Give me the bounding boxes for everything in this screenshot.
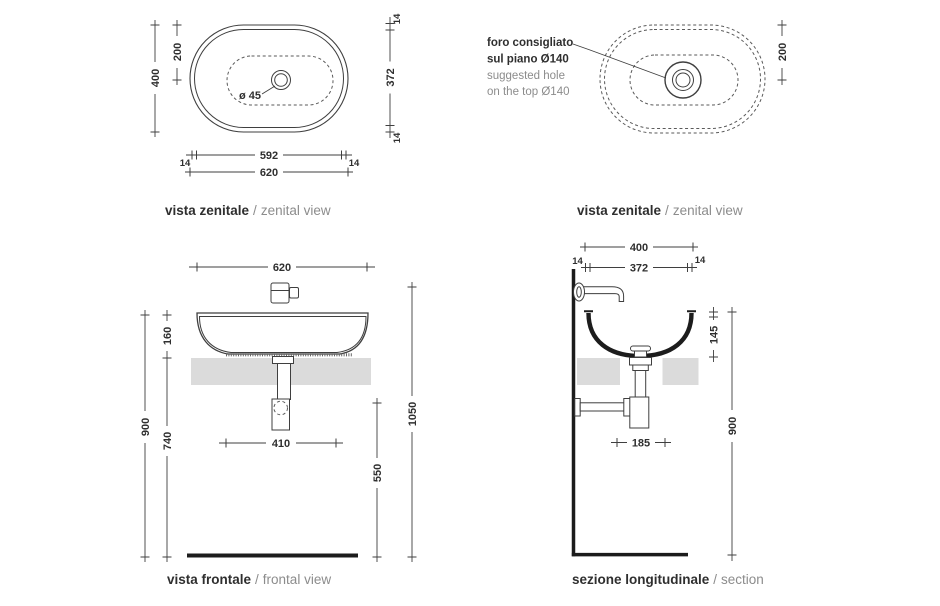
svg-text:foro consigliato: foro consigliato [487, 37, 573, 49]
faucet-spout [581, 286, 625, 302]
svg-text:14: 14 [695, 255, 706, 266]
svg-text:620: 620 [273, 262, 291, 274]
wall-outlet-pipe [574, 398, 633, 417]
view-section: 400 372 14 14 [571, 241, 764, 587]
view-label-zenital-right: vista zenitale/zenital view [577, 203, 743, 218]
svg-text:14: 14 [180, 158, 191, 169]
svg-text:160: 160 [162, 327, 174, 345]
svg-text:sul piano Ø140: sul piano Ø140 [487, 54, 569, 66]
svg-text:592: 592 [260, 150, 278, 162]
dim-total-depth: 400 [580, 241, 698, 254]
dim-basin-inner-width: 592 14 14 [180, 149, 360, 169]
dim-inner-depth: 372 14 14 [572, 255, 706, 275]
dim-basin-half-height: 200 [170, 20, 184, 85]
svg-text:14: 14 [349, 158, 360, 169]
drain-collar [632, 364, 649, 371]
horizontal-pipe [579, 402, 627, 412]
dim-hole-center-offset: 200 [775, 20, 789, 85]
suggested-hole-note: foro consigliato sul piano Ø140 suggeste… [487, 37, 573, 98]
dim-rim-height: 900 [138, 310, 152, 562]
siphon-bottle [629, 396, 650, 429]
dim-basin-inner-height: 14 372 14 [383, 13, 403, 143]
svg-text:900: 900 [140, 418, 152, 436]
svg-text:on the top Ø140: on the top Ø140 [487, 86, 569, 98]
dim-basin-total-width: 620 [189, 261, 375, 274]
basin-footprint-dashed-outer [599, 24, 766, 134]
view-label-zenital-left: vista zenitale/zenital view [165, 203, 331, 218]
view-zenital-right: foro consigliato sul piano Ø140 suggeste… [487, 20, 789, 218]
svg-text:620: 620 [260, 167, 278, 179]
basin-footprint-dashed-inner-rim [604, 29, 761, 129]
view-label-frontal: vista frontale/frontal view [167, 572, 331, 587]
dim-basin-and-counter-height: 160 740 [160, 310, 174, 562]
drain-fitting-outer [672, 69, 694, 91]
siphon-bottle [271, 398, 290, 431]
drain-flange [629, 357, 652, 366]
drain-assembly [629, 357, 652, 398]
basin-bowl-bottom-dashed [226, 55, 334, 106]
dim-basin-total-height: 400 [148, 20, 162, 137]
counter-slab-right [662, 358, 699, 385]
svg-text:740: 740 [162, 432, 174, 450]
suggested-hole-circle [664, 61, 702, 99]
dim-basin-depth: 145 [707, 307, 721, 362]
faucet-escutcheon [573, 282, 585, 302]
dim-rim-height: 900 [725, 307, 739, 561]
basin-inner-rim [194, 29, 344, 128]
svg-text:400: 400 [630, 242, 648, 254]
svg-text:550: 550 [372, 464, 384, 482]
svg-text:suggested hole: suggested hole [487, 70, 565, 82]
basin-profile-outer [196, 312, 369, 355]
svg-text:200: 200 [172, 43, 184, 61]
siphon-inlet-dashed [273, 400, 289, 416]
dim-basin-total-width: 620 [185, 166, 353, 179]
svg-text:372: 372 [630, 263, 648, 275]
svg-text:1050: 1050 [407, 402, 419, 426]
drain-hole-outer [271, 70, 291, 90]
wall-flange [574, 398, 581, 417]
svg-text:14: 14 [392, 13, 403, 24]
drain-flange [272, 356, 294, 364]
view-zenital-left: ø 45 400 200 14 3 [148, 13, 403, 218]
note-leader-line [572, 43, 667, 79]
drain-fitting-inner [675, 72, 691, 88]
drain-leader-line [261, 85, 276, 95]
faucet-section [573, 282, 625, 302]
dim-drain-wall-offset: 185 [611, 437, 671, 450]
svg-text:410: 410 [272, 438, 290, 450]
drain-hole-inner [274, 73, 288, 87]
dim-siphon-offset: 410 [219, 437, 343, 450]
drain-pipe [277, 363, 291, 400]
dim-overall-height: 1050 [405, 282, 419, 562]
svg-text:14: 14 [392, 132, 403, 143]
view-frontal: 620 410 900 [138, 261, 419, 587]
faucet-front [270, 282, 299, 304]
faucet-escutcheon-inner [576, 286, 582, 298]
svg-text:400: 400 [150, 69, 162, 87]
svg-text:200: 200 [777, 43, 789, 61]
dim-drain-diameter: ø 45 [239, 90, 261, 102]
svg-text:145: 145 [709, 326, 721, 344]
svg-text:900: 900 [727, 417, 739, 435]
basin-bowl-bottom-dashed [629, 54, 739, 106]
basin-profile-inner [198, 316, 367, 353]
drain-plug [630, 345, 651, 358]
dim-drain-height: 550 [370, 398, 384, 562]
basin-outer-rim [189, 24, 349, 133]
svg-text:372: 372 [385, 68, 397, 86]
svg-text:185: 185 [632, 438, 650, 450]
counter-slab-left [577, 358, 620, 385]
view-label-section: sezione longitudinale/section [572, 572, 764, 587]
drain-pipe [634, 370, 647, 398]
svg-text:14: 14 [572, 256, 583, 267]
